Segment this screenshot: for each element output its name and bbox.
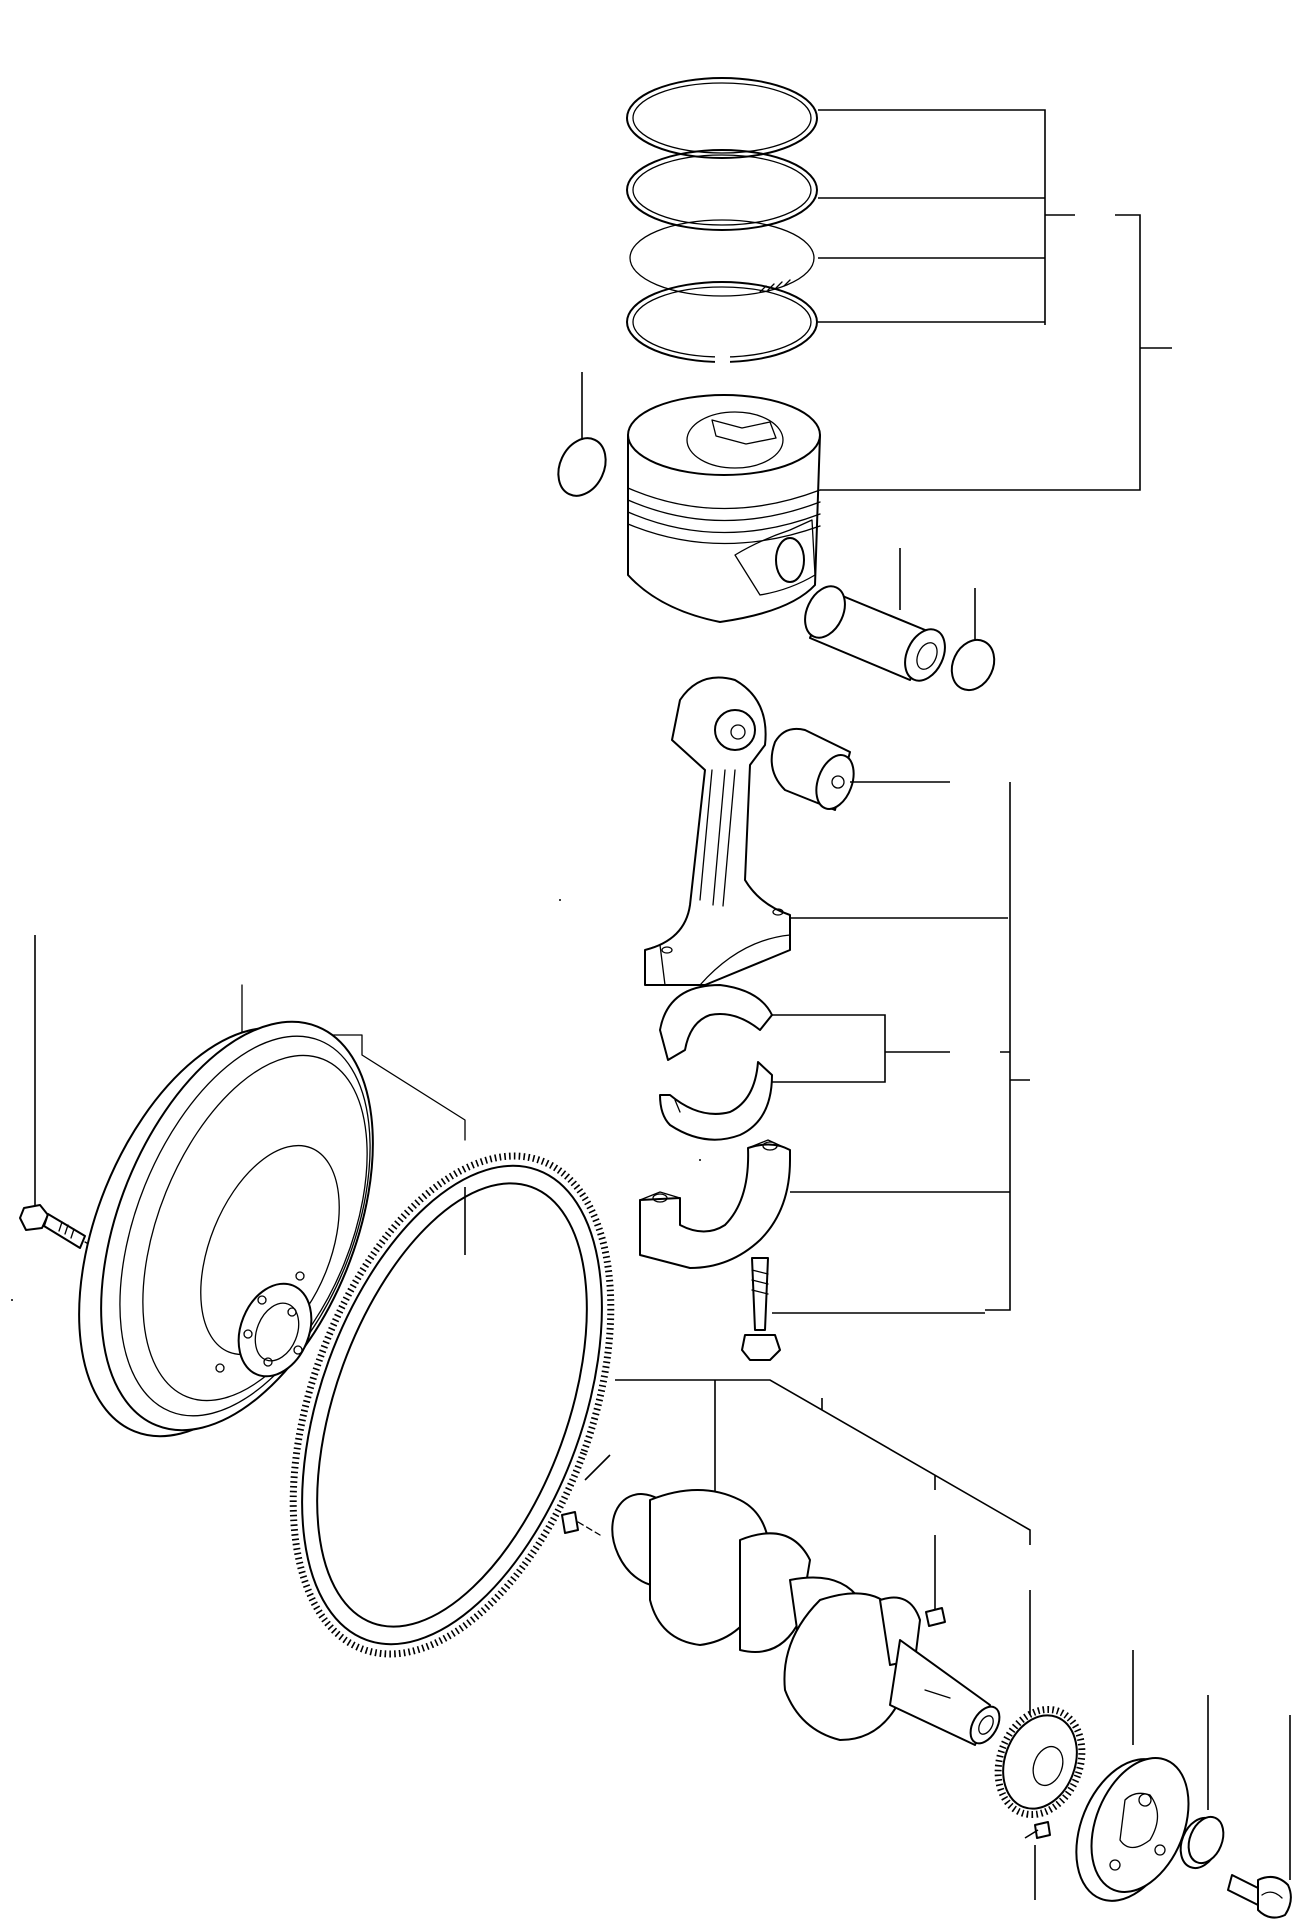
- flywheel-leader: [241, 984, 466, 1141]
- piston-rings: [626, 72, 1172, 491]
- snap-ring-left: [557, 372, 607, 497]
- stray-mark: [559, 899, 561, 901]
- crankshaft: [611, 1379, 1031, 1746]
- connecting-rod-bolt: [741, 1257, 985, 1361]
- crankshaft-gear: [994, 1590, 1086, 1819]
- connecting-rod: [644, 676, 1008, 986]
- stray-mark: [699, 1159, 701, 1161]
- flywheel-bolt: [19, 935, 251, 1321]
- piston-ring-leader: [818, 109, 1046, 325]
- crankshaft-pulley: [1075, 1650, 1190, 1902]
- piston-ring-oil: [626, 281, 818, 364]
- piston-ring-third: [629, 219, 815, 297]
- flywheel: [78, 984, 466, 1438]
- connecting-rod-cap: [639, 1139, 1010, 1269]
- ring-gear: [289, 1152, 615, 1658]
- key-pulley: [1024, 1821, 1051, 1900]
- crankpin-bearing-lower: [659, 1061, 773, 1141]
- piston-pin: [804, 548, 946, 682]
- dowel-leader: [584, 1454, 611, 1481]
- piston: [627, 394, 821, 623]
- crankshaft-leader: [615, 1379, 1031, 1545]
- stray-mark: [11, 1299, 13, 1301]
- key-pulley-leader: [1024, 1829, 1039, 1900]
- pulley-bolt: [1227, 1715, 1292, 1919]
- snap-ring-right: [950, 588, 996, 692]
- crankpin-bearing-upper: [659, 984, 773, 1061]
- piston-ring-second: [626, 149, 818, 231]
- piston-kit-leader: [820, 214, 1172, 491]
- dowel-pin: [561, 1454, 611, 1536]
- bearing-leader: [772, 782, 1030, 1311]
- small-end-bushing: [770, 727, 950, 811]
- washer: [1179, 1695, 1225, 1870]
- piston-ring-top: [626, 72, 818, 159]
- key-crankshaft: [925, 1535, 946, 1627]
